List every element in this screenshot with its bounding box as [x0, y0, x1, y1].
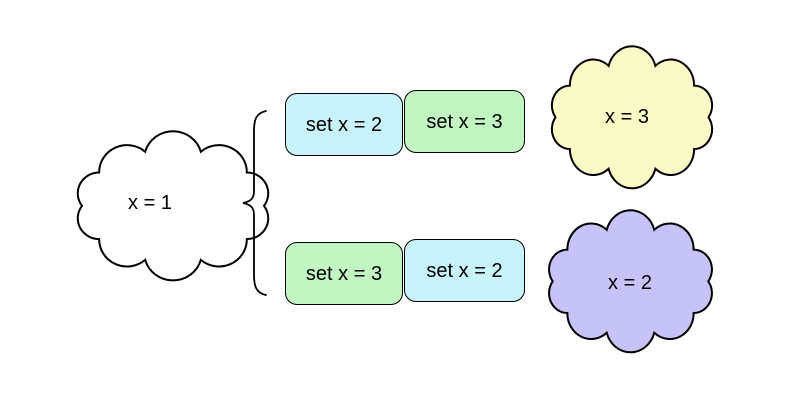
branch-brace — [242, 110, 267, 296]
result-cloud-bottom-icon — [549, 210, 712, 352]
result-cloud-bottom-group — [549, 210, 712, 352]
start-state-cloud-group — [78, 131, 268, 280]
start-state-label: x = 1 — [128, 192, 172, 214]
step-box-row2-step1: set x = 3 — [285, 242, 403, 305]
step-box-row2-step2: set x = 2 — [404, 239, 525, 302]
start-state-cloud-icon — [78, 131, 268, 280]
step-box-row1-step2: set x = 3 — [404, 90, 525, 153]
result-cloud-top-icon — [552, 46, 712, 188]
result-cloud-top-group — [552, 46, 712, 188]
step-box-row1-step1: set x = 2 — [285, 93, 403, 156]
result-label-top: x = 3 — [605, 106, 649, 128]
result-label-bottom: x = 2 — [608, 272, 652, 294]
